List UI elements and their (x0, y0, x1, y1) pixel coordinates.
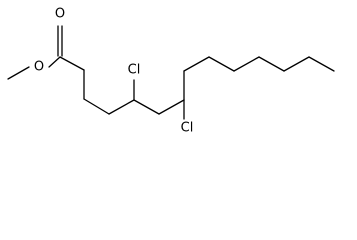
bond-o-carbonyl-carbon (48, 56, 61, 68)
bond-c5-c6 (133, 99, 160, 115)
ester-oxygen-label: O (34, 60, 44, 75)
bond-c9-c10 (208, 56, 235, 72)
bond-c10-c11 (233, 56, 260, 72)
bond-c11-c12 (258, 56, 285, 72)
chlorine-label-1: Cl (128, 63, 141, 78)
bond-c4-c5 (108, 99, 135, 115)
carbonyl-oxygen-label: O (55, 7, 65, 22)
chlorine-label-2: Cl (181, 121, 194, 136)
bond-c1-c2 (59, 56, 85, 71)
bond-c3-c4 (83, 98, 110, 115)
bond-c6-c7 (158, 99, 185, 115)
bond-c8-c9 (183, 56, 210, 72)
bond-c12-c13 (283, 56, 310, 72)
bond-c13-c14 (308, 56, 335, 72)
bond-methyl-o (7, 66, 30, 80)
molecule-structure: O O Cl Cl (7, 7, 335, 136)
